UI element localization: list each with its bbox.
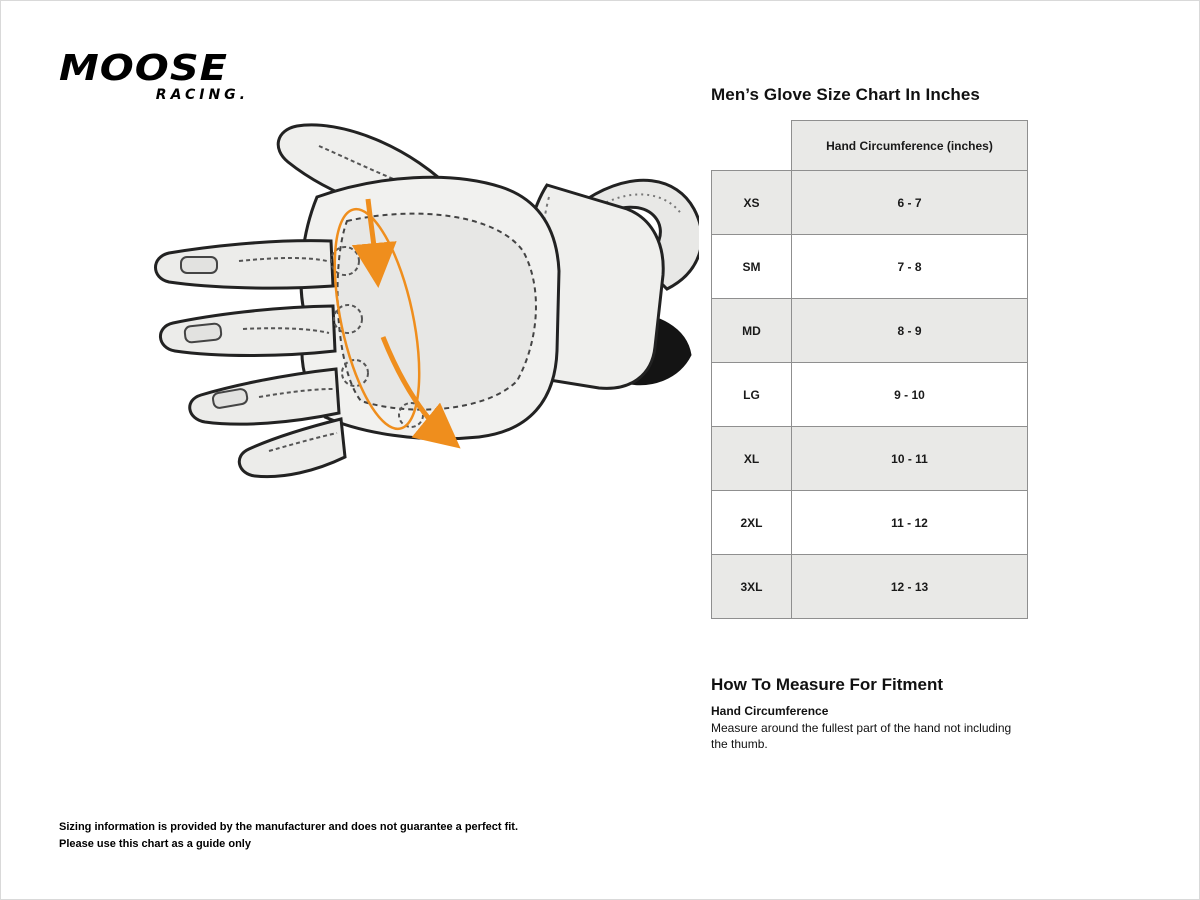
size-label: LG	[711, 362, 792, 427]
how-to-measure-title: How To Measure For Fitment	[711, 675, 944, 694]
size-row-lg: LG 9 - 10	[711, 362, 1028, 427]
disclaimer-line-2: Please use this chart as a guide only	[59, 837, 251, 850]
size-range: 8 - 9	[791, 298, 1028, 363]
size-label: MD	[711, 298, 792, 363]
size-chart-section: Men’s Glove Size Chart In Inches Hand Ci…	[711, 85, 1028, 752]
sizing-disclaimer: Sizing information is provided by the ma…	[59, 819, 518, 852]
size-row-xl: XL 10 - 11	[711, 426, 1028, 491]
size-range: 9 - 10	[791, 362, 1028, 427]
size-row-2xl: 2XL 11 - 12	[711, 490, 1028, 555]
size-label: XS	[711, 170, 792, 235]
moose-racing-logo: MOOSE RACING.	[59, 51, 249, 103]
size-chart-title: Men’s Glove Size Chart In Inches	[711, 85, 980, 104]
size-label: 2XL	[711, 490, 792, 555]
hand-circumference-header: Hand Circumference (inches)	[791, 120, 1028, 171]
glove-measurement-diagram	[119, 101, 699, 531]
size-row-md: MD 8 - 9	[711, 298, 1028, 363]
size-row-xs: XS 6 - 7	[711, 170, 1028, 235]
size-label: 3XL	[711, 554, 792, 619]
logo-racing-text: RACING.	[155, 87, 249, 103]
size-row-3xl: 3XL 12 - 13	[711, 554, 1028, 619]
size-range: 12 - 13	[791, 554, 1028, 619]
size-range: 7 - 8	[791, 234, 1028, 299]
measure-instructions: Measure around the fullest part of the h…	[711, 721, 1012, 752]
size-label: XL	[711, 426, 792, 491]
size-row-sm: SM 7 - 8	[711, 234, 1028, 299]
size-range: 6 - 7	[791, 170, 1028, 235]
hand-circumference-subtitle: Hand Circumference	[711, 704, 829, 718]
size-range: 10 - 11	[791, 426, 1028, 491]
measuring-tape	[333, 198, 461, 449]
blank-header-cell	[711, 120, 792, 171]
logo-moose-text: MOOSE	[59, 48, 228, 89]
disclaimer-line-1: Sizing information is provided by the ma…	[59, 821, 519, 833]
size-label: SM	[711, 234, 792, 299]
glove-illustration-svg	[154, 123, 699, 479]
size-range: 11 - 12	[791, 490, 1028, 555]
size-chart-table: Hand Circumference (inches) XS 6 - 7 SM …	[711, 120, 1028, 619]
header-row: Hand Circumference (inches)	[711, 120, 1028, 171]
